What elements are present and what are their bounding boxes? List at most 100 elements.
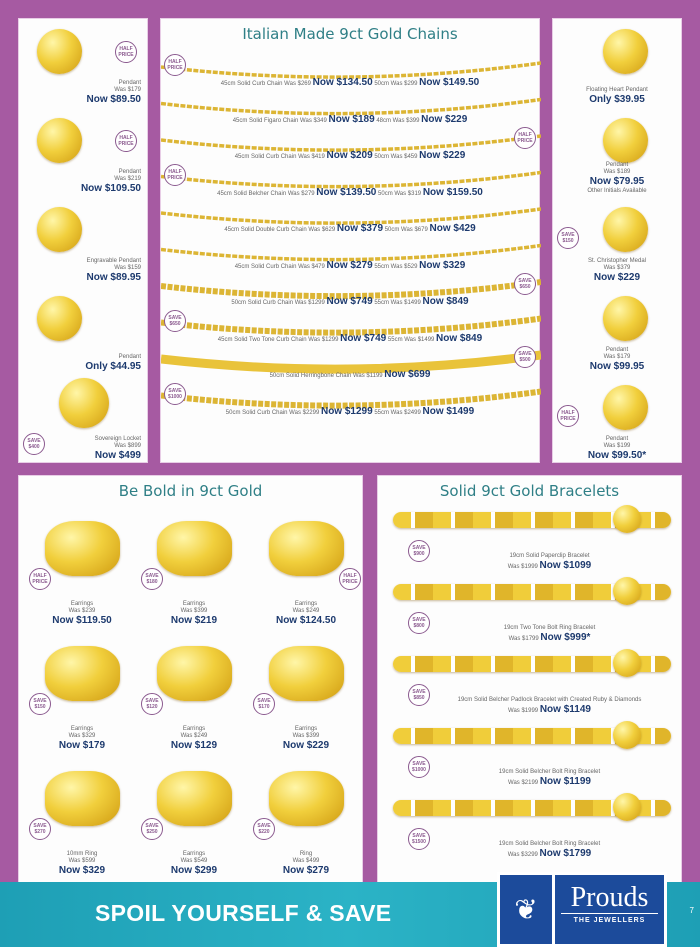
- price-badge: HALF PRICE: [115, 130, 137, 152]
- product-name: 19cm Solid Paperclip Bracelet: [509, 553, 590, 559]
- bolt-ring-clasp: [613, 505, 641, 533]
- chain-item[interactable]: 50cm Solid Curb Chain Was $1299 Now $749…: [161, 296, 539, 307]
- was-price: Was $499: [292, 858, 320, 864]
- chain-price-alt: Now $229: [421, 113, 468, 125]
- price-badge: HALF PRICE: [339, 568, 361, 590]
- now-price: Now $89.95: [86, 272, 141, 283]
- chain-item[interactable]: 45cm Solid Curb Chain Was $479 Now $279 …: [161, 260, 539, 271]
- was-price: Was $549: [180, 858, 208, 864]
- price-badge: SAVE $1000: [408, 756, 430, 778]
- page-number: 7: [689, 906, 694, 915]
- chain-item[interactable]: 45cm Solid Double Curb Chain Was $629 No…: [161, 223, 539, 234]
- product-name: Pendant: [605, 162, 629, 168]
- was-price: Was $399: [180, 608, 208, 614]
- product-name: Earrings: [70, 726, 94, 732]
- chain-image: [161, 97, 541, 116]
- price-badge: SAVE $180: [141, 568, 163, 590]
- chain-desc: 45cm Solid Curb Chain Was $419: [234, 154, 325, 160]
- chain-item[interactable]: 45cm Solid Two Tone Curb Chain Was $1299…: [161, 333, 539, 344]
- chain-image: [161, 243, 541, 262]
- product-name: Pendant: [118, 169, 141, 175]
- was-price: Was $2199: [508, 780, 539, 786]
- chain-desc-alt: 55cm Was $1499: [387, 336, 435, 343]
- now-price: Now $89.50: [86, 94, 141, 105]
- price-line: Was $3299 Now $1799: [438, 848, 661, 860]
- chain-desc: 50cm Solid Curb Chain Was $2299: [225, 409, 320, 416]
- now-price: Now $129: [170, 740, 218, 751]
- was-price: Was $899: [114, 443, 141, 449]
- was-price: Was $199: [603, 443, 631, 449]
- chain-item[interactable]: 45cm Solid Belcher Chain Was $279 Now $1…: [161, 187, 539, 198]
- bracelet-image: [393, 512, 671, 528]
- chain-price: Now $189: [328, 113, 375, 125]
- was-price: Was $179: [114, 87, 141, 93]
- evil-eye-pendant-image: [37, 29, 82, 74]
- chain-item[interactable]: 45cm Solid Curb Chain Was $419 Now $209 …: [161, 150, 539, 161]
- price-badge: SAVE $400: [23, 433, 45, 455]
- price-badge: SAVE $150: [29, 693, 51, 715]
- product-name: Ring: [299, 851, 313, 857]
- chain-price: Now $749: [326, 296, 373, 307]
- hoop-earrings-image: [157, 521, 232, 576]
- product-name: Earrings: [182, 726, 206, 732]
- chain-desc-alt: 50cm Was $299: [374, 81, 418, 87]
- slogan: SPOIL YOURSELF & SAVE: [95, 900, 392, 926]
- chain-desc: 45cm Solid Curb Chain Was $269: [220, 81, 311, 87]
- chain-desc: 50cm Solid Curb Chain Was $1299: [231, 300, 325, 306]
- chain-desc: 50cm Solid Herringbone Chain Was $1199: [269, 373, 383, 379]
- chain-item[interactable]: 45cm Solid Curb Chain Was $269 Now $134.…: [161, 77, 539, 88]
- now-price: Now $124.50: [275, 615, 337, 626]
- was-price: Was $179: [603, 354, 631, 360]
- price-line: Was $1799 Now $999*: [438, 632, 661, 644]
- chain-desc: 45cm Solid Figaro Chain Was $349: [232, 117, 327, 124]
- chain-item[interactable]: 50cm Solid Curb Chain Was $2299 Now $129…: [161, 406, 539, 417]
- chain-desc-alt: 50cm Was $319: [378, 190, 422, 197]
- chain-item[interactable]: 45cm Solid Figaro Chain Was $349 Now $18…: [161, 114, 539, 125]
- product-name: Pendant: [605, 436, 629, 442]
- bracelets-panel: Solid 9ct Gold Bracelets 19cm Solid Pape…: [377, 475, 682, 885]
- now-price: Now $229: [282, 740, 330, 751]
- price-badge: HALF PRICE: [29, 568, 51, 590]
- product-item[interactable]: 19cm Solid Belcher Padlock Bracelet with…: [378, 646, 681, 718]
- now-price: Now $499: [94, 450, 141, 461]
- now-price: Now $99.95: [589, 361, 645, 372]
- chain-item[interactable]: 50cm Solid Herringbone Chain Was $1199 N…: [161, 369, 539, 380]
- was-price: Was $1799: [508, 636, 539, 642]
- brand-name: Prouds: [561, 883, 658, 914]
- chain-price-alt: Now $329: [419, 259, 466, 271]
- chain-desc-alt: 48cm Was $399: [376, 117, 420, 124]
- chain-image: [161, 350, 541, 374]
